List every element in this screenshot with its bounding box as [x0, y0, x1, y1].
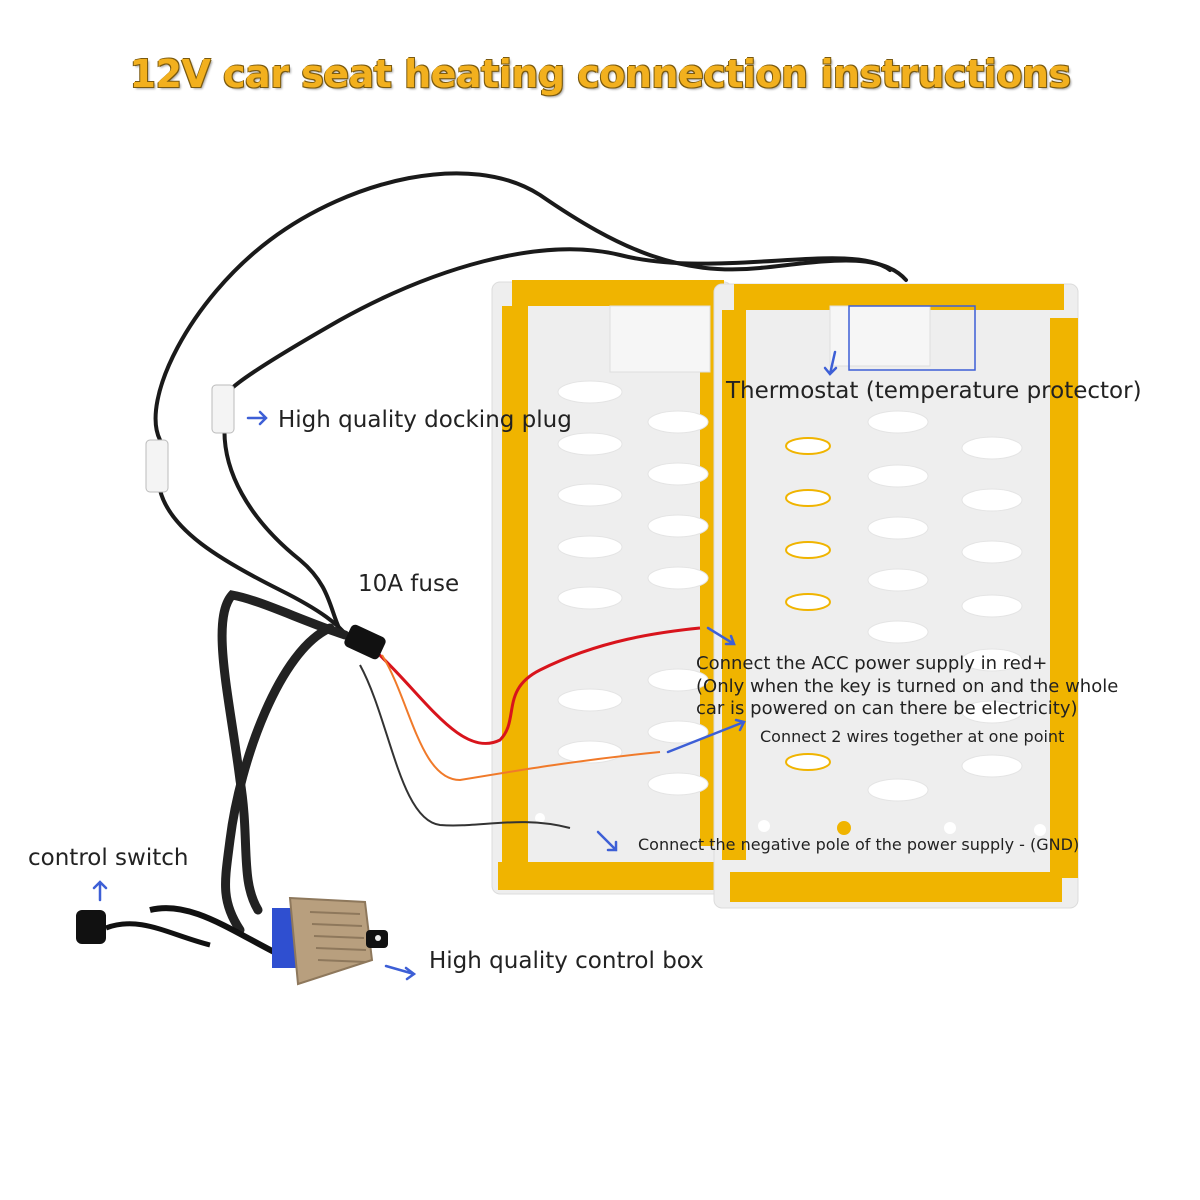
negative-pole-label: Connect the negative pole of the power s…	[638, 835, 1080, 854]
braided-harness	[217, 590, 350, 935]
control-box-label: High quality control box	[429, 948, 704, 974]
two-wires-label: Connect 2 wires together at one point	[760, 727, 1065, 746]
thermostat-label: Thermostat (temperature protector)	[726, 378, 1142, 404]
red-wire	[371, 626, 701, 745]
control-switch-device	[76, 910, 211, 948]
fuse-holder	[344, 624, 386, 660]
pad-small-holes	[535, 437, 1046, 836]
control-box-device	[272, 896, 388, 986]
acc-label-line2: (Only when the key is turned on and the …	[696, 676, 1119, 697]
acc-label-line1: Connect the ACC power supply in red+	[696, 653, 1048, 674]
annotation-arrows	[92, 350, 838, 981]
control-switch-label: control switch	[28, 845, 189, 871]
docking-plug-label: High quality docking plug	[278, 407, 572, 433]
ground-wire	[359, 664, 571, 829]
pad-holes	[557, 380, 1023, 802]
docking-plug-2	[145, 439, 169, 493]
fuse-label: 10A fuse	[358, 571, 460, 597]
acc-label-line3: car is powered on can there be electrici…	[696, 698, 1078, 719]
diagram-title: 12V car seat heating connection instruct…	[129, 52, 1072, 96]
thermostat-highlight-box	[848, 305, 976, 371]
orange-wire	[381, 654, 661, 782]
docking-plug-1	[211, 384, 235, 434]
switch-cable	[149, 905, 282, 958]
black-wires	[153, 171, 908, 642]
